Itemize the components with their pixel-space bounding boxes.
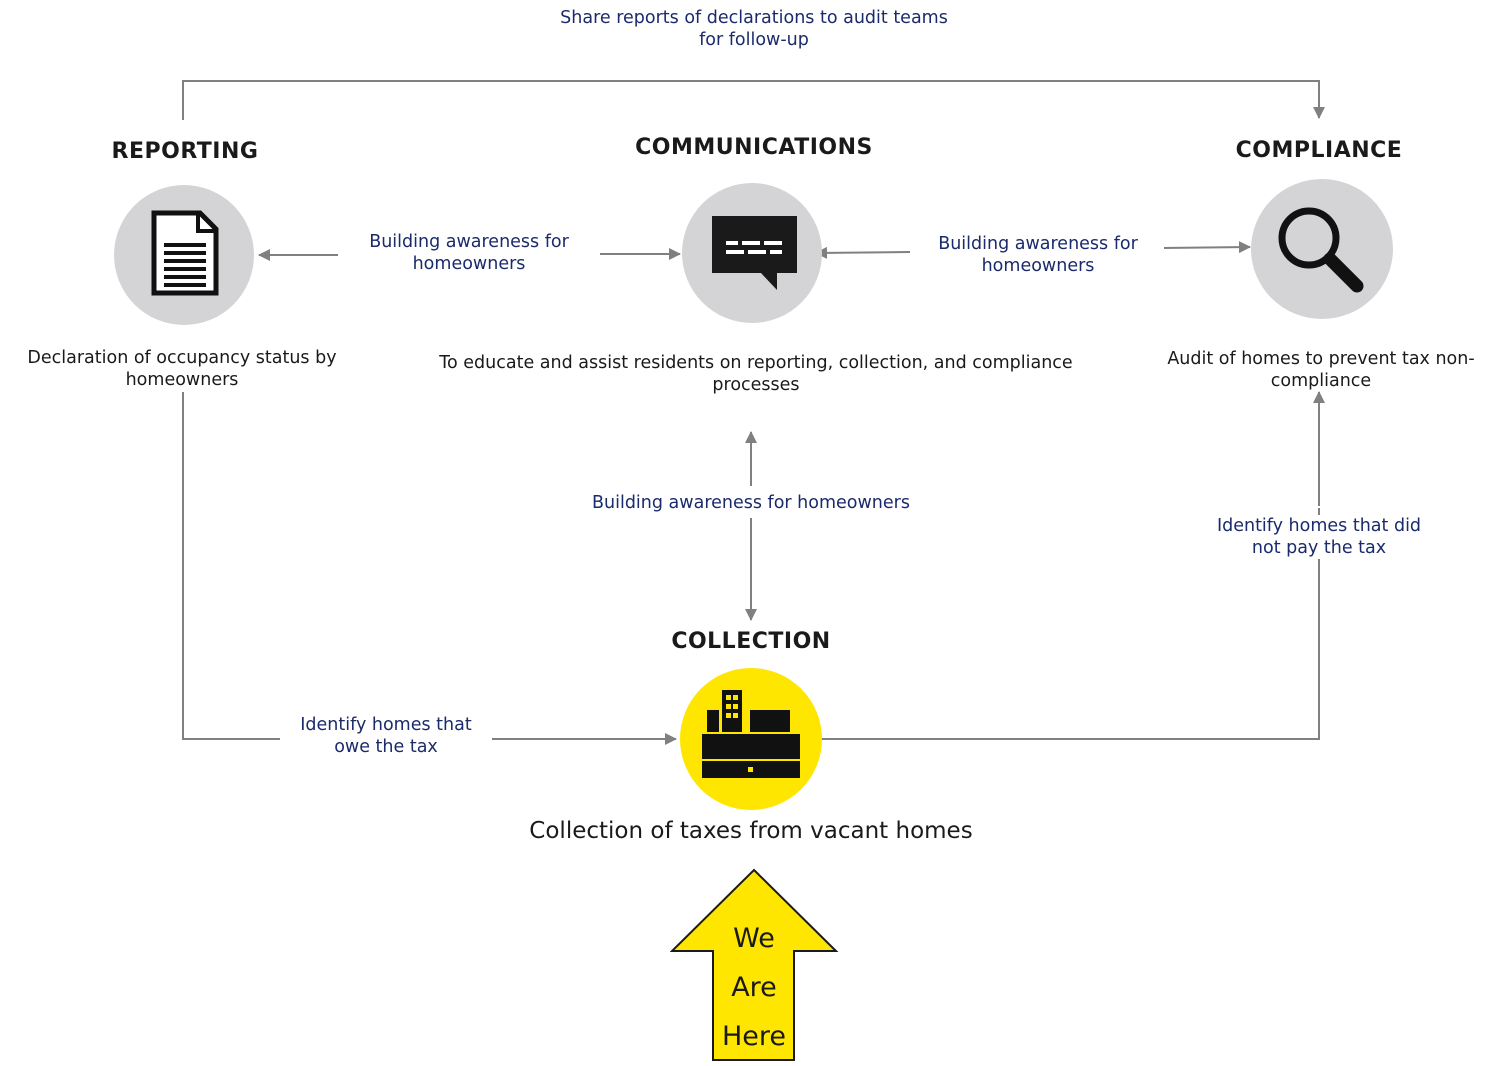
edge-label-did-not-pay: Identify homes that did not pay the tax: [1212, 515, 1426, 559]
compliance-title: COMPLIANCE: [1235, 138, 1403, 163]
edge-label-owe-tax: Identify homes that owe the tax: [282, 714, 490, 758]
compliance-description: Audit of homes to prevent tax non-compli…: [1167, 349, 1475, 391]
compliance-circle: [1251, 179, 1393, 319]
magnifier-icon: [1278, 207, 1364, 293]
edge-label-awareness-center: Building awareness for homeowners: [560, 492, 942, 514]
reporting-circle: [114, 185, 254, 325]
marker-line-2: Are: [731, 972, 777, 1003]
edge-label-awareness-left: Building awareness for homeowners: [340, 231, 598, 275]
reporting-title: REPORTING: [111, 139, 259, 164]
edge-label-share-reports: Share reports of declarations to audit t…: [560, 8, 948, 50]
cash-register-icon: [702, 690, 800, 778]
you-are-here-text: We Are Here: [714, 914, 794, 1061]
edge-collection-to-compliance: [810, 508, 1320, 740]
you-are-here-marker: [669, 868, 840, 1066]
collection-circle: [680, 668, 822, 810]
chat-bubble-icon: [712, 216, 797, 290]
edge-reporting-to-compliance: [182, 80, 1325, 120]
edge-reporting-down: [182, 392, 280, 740]
edge-to-communications-right: [815, 246, 911, 259]
communications-description: To educate and assist residents on repor…: [439, 353, 1073, 395]
marker-line-1: We: [733, 923, 775, 954]
collection-title: COLLECTION: [671, 629, 831, 654]
marker-line-3: Here: [721, 1021, 787, 1052]
edge-communications-to-compliance: [1161, 241, 1251, 254]
edge-label-awareness-right: Building awareness for homeowners: [912, 233, 1164, 277]
document-icon: [151, 210, 219, 296]
communications-title: COMMUNICATIONS: [635, 135, 873, 160]
up-arrow-icon: [669, 868, 839, 1061]
communications-circle: [682, 183, 822, 323]
collection-description: Collection of taxes from vacant homes: [529, 818, 973, 844]
reporting-description: Declaration of occupancy status by homeo…: [27, 348, 337, 390]
